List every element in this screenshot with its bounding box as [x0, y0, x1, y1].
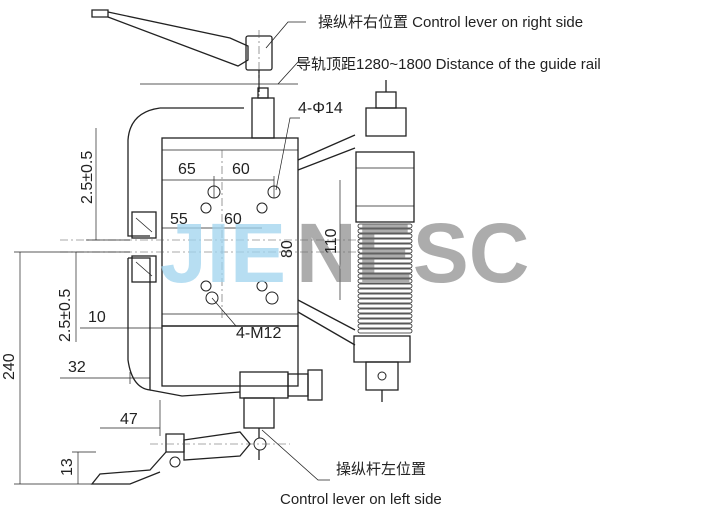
spring-coil: [357, 293, 413, 299]
dim-4-phi14: 4-Φ14: [298, 100, 343, 117]
dim-4-m12: 4-M12: [236, 325, 281, 342]
caption-guide-rail: 导轨顶距1280~1800 Distance of the guide rail: [296, 56, 601, 73]
hole-mid-right: [256, 202, 268, 214]
spring-coil: [357, 303, 413, 309]
hole-bottom-right: [265, 291, 279, 305]
dim-tol-lower: 2.5±0.5: [57, 289, 74, 342]
spring-coil: [357, 328, 413, 334]
mounting-holes: [200, 185, 281, 305]
spring-coil: [357, 223, 413, 229]
spring-coil: [357, 298, 413, 304]
dim-65: 65: [178, 161, 196, 178]
lever-right-position: [91, 9, 273, 96]
hole-mid-left: [200, 202, 212, 214]
brake-wedges: [131, 211, 157, 283]
hole-low-right: [256, 280, 268, 292]
dim-80: 80: [279, 240, 296, 258]
dim-55: 55: [170, 211, 188, 228]
dim-60-mid: 60: [224, 211, 242, 228]
caption-left-lever-en: Control lever on left side: [280, 491, 442, 508]
spring-coil: [357, 243, 413, 249]
spring-coil: [357, 323, 413, 329]
spring-assembly: [353, 80, 415, 402]
side-fitting: [239, 369, 323, 401]
spring-coil: [357, 278, 413, 284]
spring-coil: [357, 308, 413, 314]
spring-coil: [357, 238, 413, 244]
spring-coil: [357, 253, 413, 259]
spring-coil: [357, 273, 413, 279]
spring-coil: [357, 283, 413, 289]
spring-coil: [357, 318, 413, 324]
spring-coil: [357, 258, 413, 264]
watermark: JIE NESC: [160, 206, 529, 300]
dim-10: 10: [88, 309, 106, 326]
spring-coil: [357, 233, 413, 239]
caption-leaders: [261, 21, 330, 481]
spring-coil: [357, 248, 413, 254]
lever-left-position: [90, 397, 290, 485]
dim-32: 32: [68, 359, 86, 376]
dim-240: 240: [1, 353, 18, 380]
hole-low-left: [200, 280, 212, 292]
watermark-part1: JIE: [160, 206, 286, 300]
caption-right-lever: 操纵杆右位置 Control lever on right side: [318, 14, 583, 31]
spring-coil: [357, 268, 413, 274]
dim-47: 47: [120, 411, 138, 428]
dim-13: 13: [59, 458, 76, 476]
caption-left-lever-cn: 操纵杆左位置: [336, 461, 426, 478]
gear-housing: [127, 87, 356, 397]
spring-coil: [357, 263, 413, 269]
spring-coil: [357, 313, 413, 319]
dim-tol-upper: 2.5±0.5: [79, 151, 96, 204]
dim-60-top: 60: [232, 161, 250, 178]
spring-coil: [357, 228, 413, 234]
dim-110: 110: [323, 228, 340, 254]
dimension-lines: [14, 117, 341, 485]
spring-coil: [357, 288, 413, 294]
watermark-part2: NESC: [296, 206, 529, 300]
